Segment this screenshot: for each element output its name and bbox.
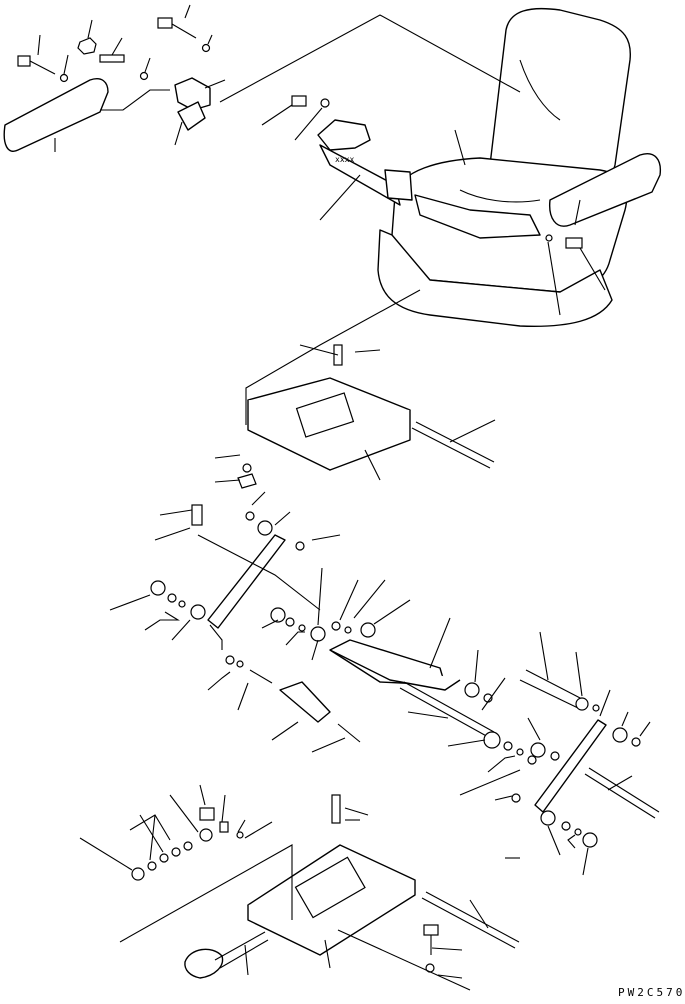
leader-lines [37, 4, 651, 991]
seat-hardware [291, 95, 583, 249]
suspension-linkage [150, 504, 660, 848]
figure-code: PW2C570 [618, 986, 685, 999]
seat-base-plate [237, 344, 495, 489]
belt-print: xxxx [335, 155, 354, 164]
left-armrest [3, 78, 109, 152]
operator-seat [377, 7, 632, 327]
lower-frame [247, 794, 520, 973]
knob-hardware [131, 807, 244, 881]
armrest-hardware [17, 17, 211, 131]
right-armrest [549, 153, 662, 227]
adjuster-knob [184, 931, 269, 979]
